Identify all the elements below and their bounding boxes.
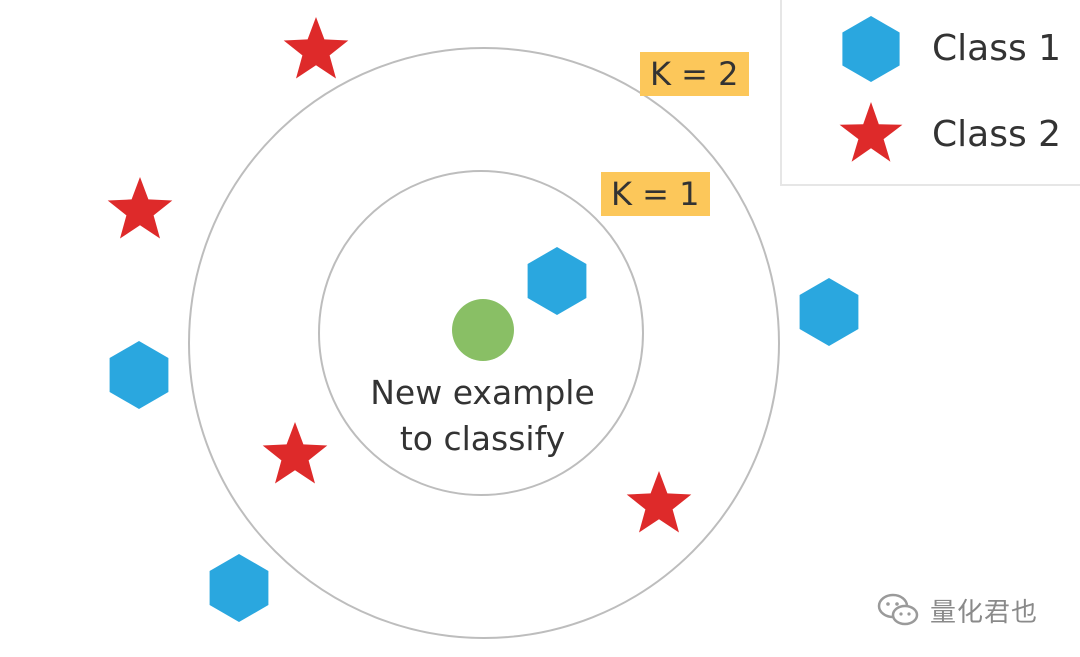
k2-label: K = 2 [640, 52, 749, 96]
class1-hexagon-point-2 [799, 278, 859, 346]
class1-hexagon-point-4 [209, 554, 269, 622]
legend-label-class2: Class 2 [932, 114, 1062, 155]
legend-hexagon-icon [842, 16, 900, 82]
watermark-text: 量化君也 [930, 597, 1039, 628]
inner-ring-k1 [318, 170, 644, 496]
k1-label: K = 1 [601, 172, 710, 216]
class1-hexagon-point-3 [109, 341, 169, 409]
outer-ring-k2 [188, 47, 780, 639]
new-example-caption: New example to classify [330, 370, 635, 462]
legend-item-class1: Class 1 [782, 14, 1080, 84]
legend-item-class2: Class 2 [782, 100, 1080, 170]
class1-hexagon-point-1 [527, 247, 587, 315]
legend-label-class1: Class 1 [932, 28, 1062, 69]
class2-star-point-4 [626, 471, 692, 533]
class2-star-point-1 [283, 17, 349, 79]
wechat-icon [877, 593, 919, 626]
class2-star-point-2 [107, 177, 173, 239]
watermark: 量化君也 [876, 588, 1038, 632]
legend-star-icon [839, 102, 903, 162]
legend: Class 1 Class 2 [780, 0, 1080, 186]
class2-star-point-3 [262, 422, 328, 484]
caption-line-2: to classify [399, 419, 566, 458]
new-example-point [452, 299, 514, 361]
caption-line-1: New example [370, 373, 595, 412]
